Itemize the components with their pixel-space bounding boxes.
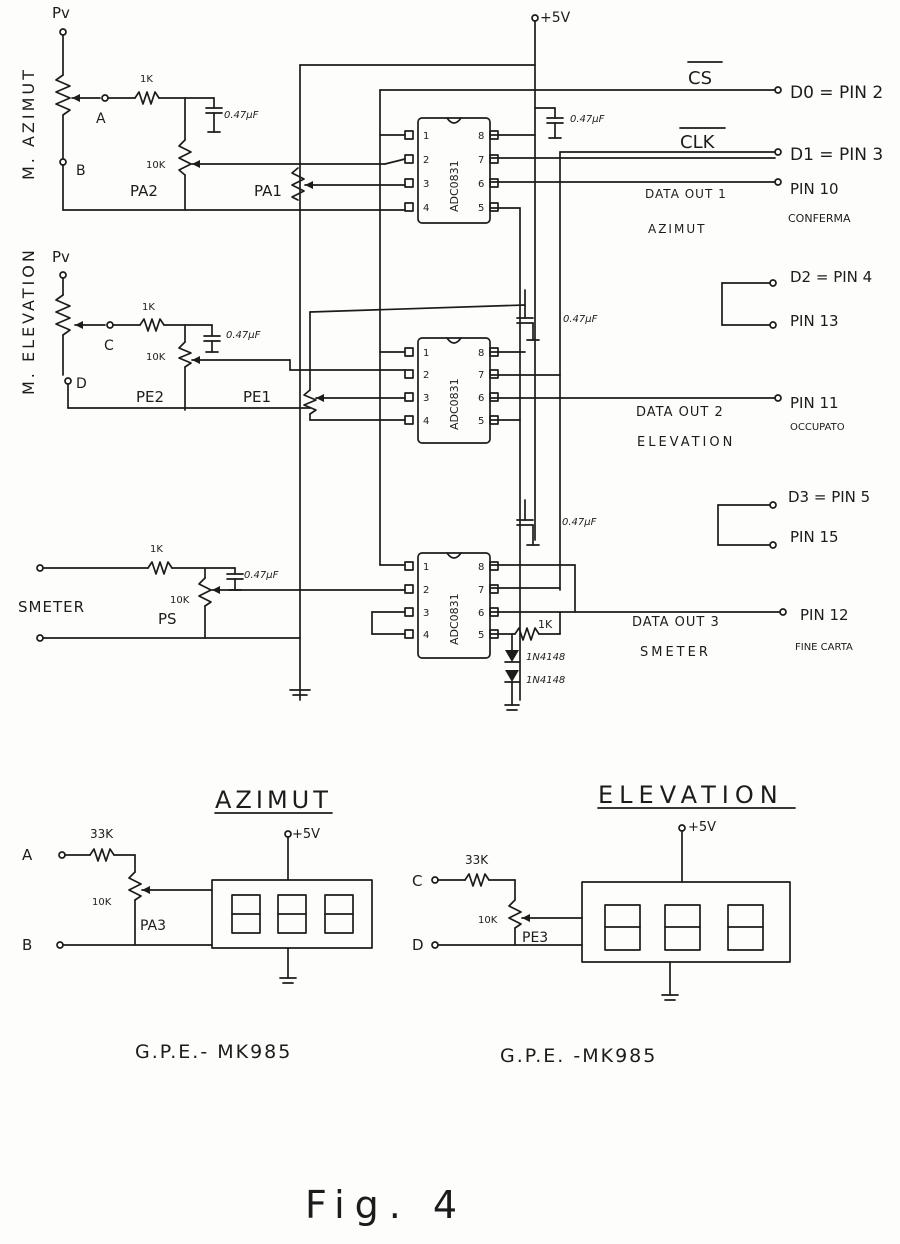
chip2-pin-2: 2 bbox=[423, 370, 429, 381]
ps-label: PS bbox=[158, 610, 177, 628]
chip2-pin-5: 5 bbox=[478, 416, 484, 427]
r10k-1: 10K bbox=[146, 160, 166, 171]
chip1-pin-4: 4 bbox=[423, 203, 429, 214]
smeter-small-label: SMETER bbox=[640, 645, 711, 660]
vcc-label-top: +5V bbox=[540, 10, 571, 26]
chip3-pin-6: 6 bbox=[478, 608, 484, 619]
figure-caption: Fig. 4 bbox=[305, 1183, 467, 1227]
occupato-label: OCCUPATO bbox=[790, 422, 845, 433]
azimut-title: AZIMUT bbox=[215, 786, 332, 814]
r10k-3: 10K bbox=[170, 595, 190, 606]
chip1-pin-5: 5 bbox=[478, 203, 484, 214]
r10k-2: 10K bbox=[146, 352, 166, 363]
node-a-lower: A bbox=[22, 846, 33, 864]
diode-2: 1N4148 bbox=[526, 675, 565, 686]
chip3-pin-5: 5 bbox=[478, 630, 484, 641]
diode-1: 1N4148 bbox=[526, 652, 565, 663]
d1-label: D1 = PIN 3 bbox=[790, 145, 883, 165]
chip2-pin-3: 3 bbox=[423, 393, 429, 404]
cs-label: CS bbox=[688, 68, 712, 89]
motor-azimut-label: M. AZIMUT bbox=[19, 67, 38, 180]
data-out-2-label: DATA OUT 2 bbox=[636, 405, 724, 420]
elevation-model-label: G.P.E. -MK985 bbox=[500, 1045, 657, 1067]
node-c: C bbox=[104, 338, 114, 354]
chip2-pin-6: 6 bbox=[478, 393, 484, 404]
chip1-pin-2: 2 bbox=[423, 155, 429, 166]
cap-2: 0.47µF bbox=[570, 114, 605, 125]
pa3-label: PA3 bbox=[140, 918, 166, 934]
chip3-pin-8: 8 bbox=[478, 562, 484, 573]
chip1-pin-3: 3 bbox=[423, 179, 429, 190]
d2-label: D2 = PIN 4 bbox=[790, 268, 872, 286]
pe1-label: PE1 bbox=[243, 388, 271, 406]
cap-3: 0.47µF bbox=[226, 330, 261, 341]
pe3-label: PE3 bbox=[522, 930, 548, 946]
azimut-small-label: AZIMUT bbox=[648, 222, 706, 236]
chip3-pin-4: 4 bbox=[423, 630, 429, 641]
pin10-label: PIN 10 bbox=[790, 180, 839, 198]
pa2-label: PA2 bbox=[130, 182, 158, 200]
r1k-2: 1K bbox=[142, 302, 155, 313]
smeter-input-label: SMETER bbox=[18, 598, 85, 616]
vcc-label-elevation: +5V bbox=[688, 820, 716, 835]
chip1-pin-7: 7 bbox=[478, 155, 484, 166]
chip1-label: ADC0831 bbox=[448, 160, 461, 212]
azimut-model-label: G.P.E.- MK985 bbox=[135, 1041, 292, 1063]
fine-carta-label: FINE CARTA bbox=[795, 642, 853, 653]
chip1-pin-1: 1 bbox=[423, 131, 429, 142]
pin11-label: PIN 11 bbox=[790, 394, 839, 412]
wiring bbox=[36, 14, 796, 1001]
labels: Pv Pv +5V +5V +5V M. AZIMUT M. ELEVATION… bbox=[18, 4, 883, 1227]
data-out-3-label: DATA OUT 3 bbox=[632, 615, 720, 630]
conferma-label: CONFERMA bbox=[788, 212, 851, 225]
r1k-4: 1K bbox=[538, 618, 553, 631]
cap-4: 0.47µF bbox=[563, 314, 598, 325]
d3-label: D3 = PIN 5 bbox=[788, 488, 870, 506]
pin13-label: PIN 13 bbox=[790, 312, 839, 330]
cap-6: 0.47µF bbox=[244, 570, 279, 581]
r33k-1: 33K bbox=[90, 827, 114, 841]
chip3-pin-1: 1 bbox=[423, 562, 429, 573]
pe2-label: PE2 bbox=[136, 388, 164, 406]
node-a: A bbox=[96, 111, 106, 127]
chip1-pin-6: 6 bbox=[478, 179, 484, 190]
data-out-1-label: DATA OUT 1 bbox=[645, 187, 727, 201]
pin12-label: PIN 12 bbox=[800, 606, 849, 624]
clk-label: CLK bbox=[680, 132, 716, 153]
r10k-5: 10K bbox=[478, 915, 498, 926]
node-d-lower: D bbox=[412, 936, 424, 954]
r1k-1: 1K bbox=[140, 74, 153, 85]
node-c-lower: C bbox=[412, 872, 422, 890]
chip2-pin-7: 7 bbox=[478, 370, 484, 381]
chip3-pin-2: 2 bbox=[423, 585, 429, 596]
chip3-pin-7: 7 bbox=[478, 585, 484, 596]
r10k-4: 10K bbox=[92, 897, 112, 908]
elevation-title: ELEVATION bbox=[598, 781, 784, 809]
d0-label: D0 = PIN 2 bbox=[790, 83, 883, 103]
cap-1: 0.47µF bbox=[224, 110, 259, 121]
node-d: D bbox=[76, 376, 87, 392]
motor-elevation-label: M. ELEVATION bbox=[19, 247, 38, 395]
chip3-pin-3: 3 bbox=[423, 608, 429, 619]
chip3-label: ADC0831 bbox=[448, 593, 461, 645]
chip1-pin-8: 8 bbox=[478, 131, 484, 142]
chip2-label: ADC0831 bbox=[448, 378, 461, 430]
chip2-pin-1: 1 bbox=[423, 348, 429, 359]
chip2-pin-8: 8 bbox=[478, 348, 484, 359]
pa1-label: PA1 bbox=[254, 182, 282, 200]
r33k-2: 33K bbox=[465, 853, 489, 867]
pin15-label: PIN 15 bbox=[790, 528, 839, 546]
node-b: B bbox=[76, 163, 86, 179]
cap-5: 0.47µF bbox=[562, 517, 597, 528]
elevation-small-label: ELEVATION bbox=[637, 435, 735, 450]
node-b-lower: B bbox=[22, 936, 32, 954]
r1k-3: 1K bbox=[150, 544, 163, 555]
vcc-label-azimut: +5V bbox=[292, 827, 320, 842]
pv-label-mid: Pv bbox=[52, 248, 70, 266]
pv-label-top: Pv bbox=[52, 4, 70, 22]
chip2-pin-4: 4 bbox=[423, 416, 429, 427]
